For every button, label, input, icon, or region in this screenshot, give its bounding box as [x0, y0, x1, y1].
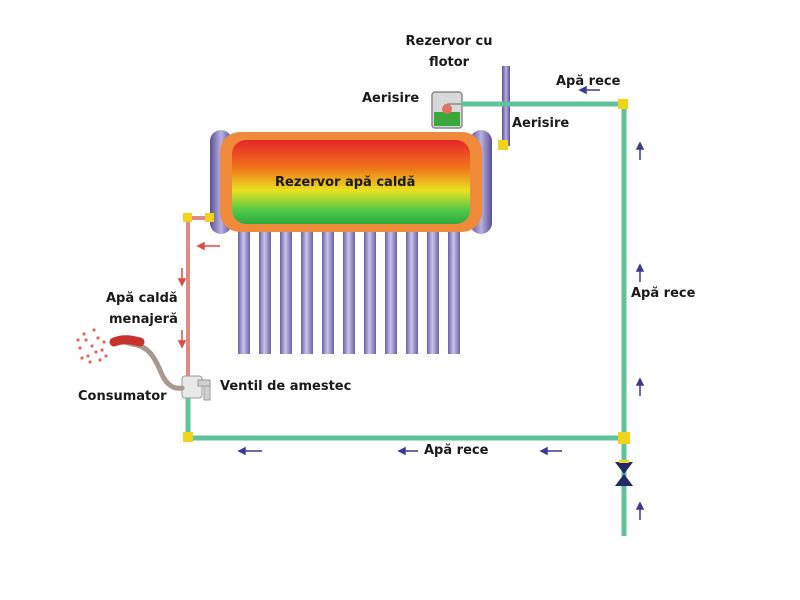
arrow-left-icon [397, 446, 418, 456]
arrow-left-icon [196, 241, 220, 251]
mixing-valve-icon [181, 375, 211, 401]
arrow-down-icon [177, 330, 187, 349]
hot-water-label-line2: menajeră [109, 312, 178, 327]
pipe-joint [498, 140, 508, 150]
pipe-joint [183, 213, 192, 222]
vacuum-tube [385, 230, 397, 354]
float-ball-icon [442, 104, 452, 114]
arrow-up-icon [635, 263, 645, 282]
pipe-joint [205, 213, 214, 222]
arrow-left-icon [539, 446, 562, 456]
flow-arrows-cold [237, 85, 645, 520]
tank-inner [232, 140, 470, 224]
pipe-joint [618, 432, 630, 444]
vacuum-tube [259, 230, 271, 354]
flow-arrows-hot [177, 241, 220, 349]
vacuum-tube [301, 230, 313, 354]
arrow-down-icon [177, 268, 187, 287]
vacuum-tube [406, 230, 418, 354]
hot-water-tank [210, 130, 492, 234]
shutoff-valve-icon [615, 460, 633, 486]
vacuum-tube [238, 230, 250, 354]
vent-left-label: Aerisire [362, 91, 420, 106]
vacuum-tube [427, 230, 439, 354]
float-tank [431, 91, 468, 129]
vacuum-tubes [238, 230, 460, 354]
arrow-left-icon [237, 446, 262, 456]
float-tank-label-line2: flotor [428, 55, 470, 70]
arrow-up-icon [635, 377, 645, 396]
vacuum-tube [280, 230, 292, 354]
hot-water-pipe [186, 216, 212, 380]
hot-water-label: Apă caldă [106, 291, 178, 306]
pipe-joint [618, 99, 628, 109]
mixing-valve-label: Ventil de amestec [220, 379, 352, 394]
water-spray-icon [76, 328, 108, 364]
consumer-label: Consumator [78, 389, 167, 404]
vacuum-tube [343, 230, 355, 354]
vacuum-tube [322, 230, 334, 354]
vacuum-tube [448, 230, 460, 354]
hot-tank-label: Rezervor apă caldă [275, 175, 416, 190]
shower-hose-icon [109, 335, 185, 391]
cold-water-top-label: Apă rece [556, 74, 621, 89]
vacuum-tube [364, 230, 376, 354]
arrow-up-icon [635, 501, 645, 520]
arrow-left-icon [578, 85, 600, 95]
cold-water-bottom-label: Apă rece [424, 443, 489, 458]
vent-right-label: Aerisire [512, 116, 570, 131]
arrow-up-icon [635, 141, 645, 160]
float-tank-label: Rezervor cu [405, 34, 493, 49]
cold-water-right-label: Apă rece [631, 286, 696, 301]
pipe-joint [183, 432, 193, 442]
